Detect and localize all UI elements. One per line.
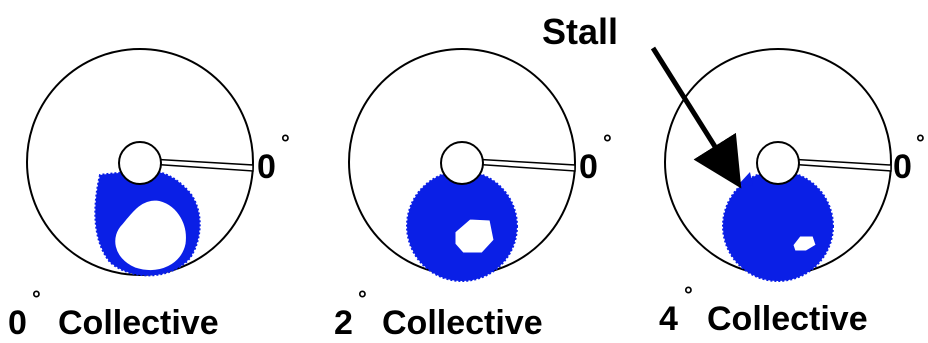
rotor-panel-2-collective: 0 ° 2 ° Collective (334, 49, 612, 342)
caption-value: 4 (659, 300, 678, 338)
azimuth-label: 0 (893, 148, 912, 186)
caption-degree-symbol: ° (684, 282, 693, 307)
caption-text: Collective (382, 304, 543, 342)
stall-label: Stall (542, 11, 618, 52)
degree-symbol: ° (281, 130, 290, 155)
rotor-hub (757, 142, 799, 184)
azimuth-label: 0 (257, 148, 276, 186)
azimuth-label: 0 (579, 148, 598, 186)
caption-value: 2 (334, 304, 353, 342)
caption-text: Collective (707, 300, 868, 338)
degree-symbol: ° (916, 130, 925, 155)
caption-degree-symbol: ° (32, 286, 41, 311)
caption-value: 0 (8, 304, 27, 342)
rotor-hub (441, 142, 483, 184)
rotor-panel-4-collective: 0 ° 4 ° Collective (659, 49, 925, 338)
rotor-hub (119, 142, 161, 184)
degree-symbol: ° (603, 130, 612, 155)
caption-text: Collective (58, 304, 219, 342)
rotor-panel-0-collective: 0 ° 0 ° Collective (8, 49, 290, 342)
stall-region (723, 171, 833, 281)
caption-degree-symbol: ° (358, 286, 367, 311)
